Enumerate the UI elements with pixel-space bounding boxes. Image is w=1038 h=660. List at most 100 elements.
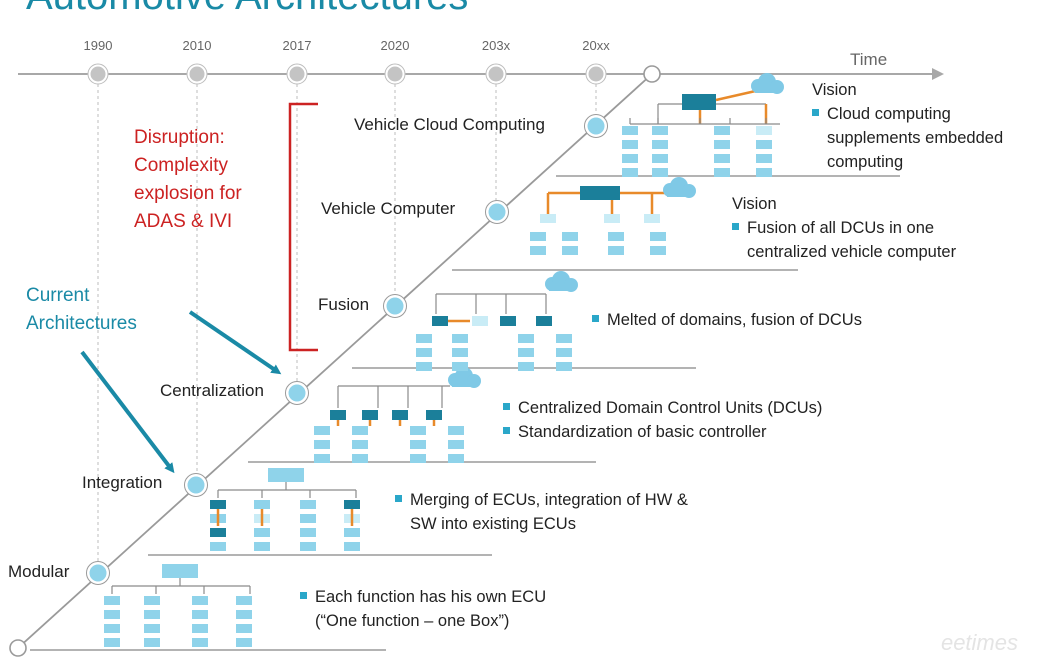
modular-description: Each function has his own ECU (“One func…	[300, 585, 546, 633]
ecu-box	[104, 610, 120, 619]
dcu-box	[536, 316, 552, 326]
ecu-box	[622, 154, 638, 163]
ecu-box	[192, 624, 208, 633]
ecu-box	[562, 246, 578, 255]
ecu-box	[144, 624, 160, 633]
current-architectures-callout: Current Architectures	[26, 285, 137, 334]
ecu-box	[652, 154, 668, 163]
cloud-icon	[663, 177, 696, 198]
ecu-box	[652, 126, 668, 135]
ecu-box	[314, 426, 330, 435]
cloud-icon	[545, 271, 578, 292]
ecu-box	[622, 140, 638, 149]
ecu-box	[300, 500, 316, 509]
ecu-box	[650, 232, 666, 241]
ecu-box	[144, 610, 160, 619]
integration-description: Merging of ECUs, integration of HW & SW …	[395, 488, 688, 536]
stage-label-integration: Integration	[82, 473, 163, 492]
ecu-box	[314, 440, 330, 449]
year-label-2017: 2017	[282, 38, 312, 53]
dcu-box	[210, 500, 226, 509]
vision-heading: Vision	[732, 195, 777, 213]
cloud-computing-box	[682, 94, 716, 110]
bullet-square-icon	[592, 315, 599, 322]
ecu-box	[192, 638, 208, 647]
disruption-bracket	[288, 102, 318, 352]
dcu-box	[472, 316, 488, 326]
ecu-box	[254, 500, 270, 509]
bullet-item: Standardization of basic controller	[503, 420, 822, 444]
ecu-box	[352, 426, 368, 435]
current-arrow-2	[80, 350, 175, 474]
ecu-box	[448, 426, 464, 435]
bullet-square-icon	[812, 109, 819, 116]
ecu-box	[416, 334, 432, 343]
bullet-continuation: supplements embedded	[827, 129, 1004, 147]
stage-label-fusion: Fusion	[318, 295, 370, 314]
ecu-box	[410, 440, 426, 449]
ecu-box	[300, 542, 316, 551]
bullet-square-icon	[732, 223, 739, 230]
ecu-box	[144, 596, 160, 605]
stage-label-centralization: Centralization	[160, 381, 264, 400]
ecu-box	[410, 426, 426, 435]
dcu-box	[432, 316, 448, 326]
ecu-box	[300, 528, 316, 537]
central-ecu-box	[268, 468, 304, 482]
ecu-box	[144, 638, 160, 647]
ecu-box	[652, 140, 668, 149]
ecu-box	[452, 348, 468, 357]
dcu-box	[500, 316, 516, 326]
ecu-box	[104, 596, 120, 605]
bullet-square-icon	[503, 427, 510, 434]
bullet-continuation: computing	[827, 153, 904, 171]
ecu-box	[236, 596, 252, 605]
cloud-icon	[751, 73, 784, 94]
year-guides	[97, 84, 597, 572]
ecu-box	[608, 232, 624, 241]
vehicle-computer-box	[580, 186, 620, 200]
vehicle-computer-description: Vision Fusion of all DCUs in one central…	[732, 192, 956, 264]
ecu-box	[410, 454, 426, 463]
ecu-box	[448, 440, 464, 449]
bullet-item: Melted of domains, fusion of DCUs	[592, 308, 862, 332]
dcu-box	[330, 410, 346, 420]
stage-label-vehicle-cloud: Vehicle Cloud Computing	[354, 115, 545, 134]
centralization-description: Centralized Domain Control Units (DCUs) …	[503, 396, 822, 444]
disruption-callout: Disruption: Complexity explosion for ADA…	[134, 127, 242, 232]
bullet-continuation: SW into existing ECUs	[410, 515, 576, 533]
vehicle-computer-architecture	[530, 177, 696, 255]
evolution-diagonal	[17, 73, 653, 649]
integration-architecture	[210, 468, 360, 551]
ecu-box	[556, 362, 572, 371]
time-axis-label: Time	[850, 50, 888, 69]
dcu-box	[392, 410, 408, 420]
bullet-item: Cloud computing	[812, 102, 1003, 126]
central-ecu-box	[162, 564, 198, 578]
stage-label-modular: Modular	[8, 562, 70, 581]
year-label-1990: 1990	[83, 38, 113, 53]
ecu-box	[604, 214, 620, 223]
ecu-box	[714, 126, 730, 135]
ecu-box	[644, 214, 660, 223]
ecu-box	[756, 140, 772, 149]
bullet-square-icon	[300, 592, 307, 599]
stage-markers	[86, 114, 608, 585]
centralization-architecture	[314, 367, 481, 463]
stage-label-vehicle-computer: Vehicle Computer	[321, 199, 456, 218]
dcu-box	[344, 500, 360, 509]
modular-architecture	[104, 564, 252, 647]
page-title: Automotive Architectures	[26, 0, 468, 19]
ecu-box	[104, 624, 120, 633]
ecu-box	[352, 454, 368, 463]
year-label-2010: 2010	[182, 38, 212, 53]
ecu-box	[540, 214, 556, 223]
cloud-base	[549, 284, 574, 291]
ecu-box	[452, 334, 468, 343]
ecu-box	[530, 246, 546, 255]
dcu-box	[426, 410, 442, 420]
bullet-continuation: centralized vehicle computer	[747, 243, 957, 261]
ecu-box	[530, 232, 546, 241]
